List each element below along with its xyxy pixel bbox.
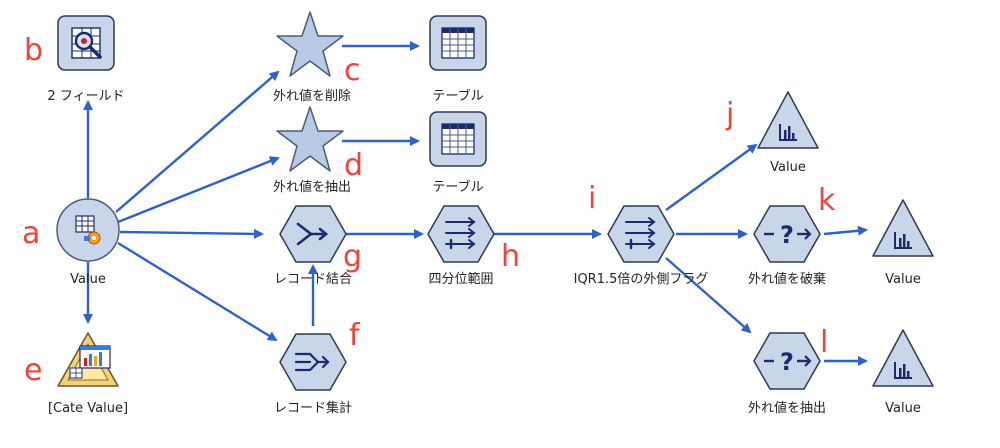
node-l-graph[interactable]: Value [872, 329, 934, 416]
svg-text:?: ? [780, 221, 794, 249]
annotation-letters: a b c d e f g h i j k l [22, 33, 836, 388]
letter-b: b [24, 33, 43, 68]
arrow-a-to-d [117, 156, 280, 224]
node-i[interactable]: IQR1.5倍の外側フラグ [574, 205, 709, 287]
merge-hex-icon [296, 222, 329, 246]
node-f-label: レコード集計 [274, 400, 352, 416]
node-b-label: 2 フィールド [47, 89, 124, 104]
node-c[interactable]: 外れ値を削除 [273, 11, 351, 104]
data-audit-icon [71, 27, 102, 59]
node-h[interactable]: 四分位範囲 [427, 205, 495, 287]
node-k-graph-label: Value [885, 272, 921, 287]
derive-hex-icon [625, 217, 656, 250]
select-hex-icon: ? [764, 348, 812, 376]
node-e[interactable]: [Cate Value] [48, 332, 128, 416]
node-i-label: IQR1.5倍の外側フラグ [574, 272, 709, 287]
arrow-i-to-l [665, 257, 752, 334]
letter-k: k [818, 183, 836, 218]
graph-triangle-icon [779, 124, 797, 141]
node-k[interactable]: ? 外れ値を破棄 [748, 205, 826, 287]
connections [83, 41, 868, 366]
node-c-table[interactable]: テーブル [429, 15, 487, 104]
node-j[interactable]: Value [757, 91, 819, 175]
arrow-i-to-j [665, 143, 758, 211]
star-icon [276, 11, 344, 77]
node-j-label: Value [770, 160, 806, 175]
node-d-table[interactable]: テーブル [429, 111, 487, 195]
arrow-a-to-c [115, 70, 280, 213]
node-b[interactable]: 2 フィールド [47, 15, 125, 104]
aggregate-hex-icon [294, 352, 330, 372]
node-l-label: 外れ値を抽出 [748, 400, 826, 416]
select-hex-icon: ? [764, 221, 812, 249]
model-nugget-icon [57, 332, 119, 387]
graph-triangle-icon [894, 362, 912, 379]
arrow-a-to-g [119, 228, 264, 239]
node-d-label: 外れ値を抽出 [273, 179, 351, 195]
node-f[interactable]: レコード集計 [274, 333, 352, 416]
node-l-graph-label: Value [885, 401, 921, 416]
data-source-circle-icon [75, 215, 101, 245]
node-d-table-label: テーブル [432, 179, 483, 195]
letter-c: c [344, 53, 361, 88]
table-icon [441, 123, 475, 155]
node-c-table-label: テーブル [432, 88, 483, 104]
node-g-label: レコード結合 [274, 272, 352, 287]
svg-text:?: ? [780, 348, 794, 376]
node-k-label: 外れ値を破棄 [748, 271, 826, 287]
node-c-label: 外れ値を削除 [273, 88, 351, 104]
graph-triangle-icon [894, 232, 912, 249]
derive-hex-icon [445, 217, 476, 250]
letter-i: i [588, 181, 596, 216]
node-e-label: [Cate Value] [48, 401, 128, 416]
letter-h: h [501, 239, 520, 274]
table-icon [441, 27, 475, 59]
letter-g: g [343, 239, 362, 274]
letter-j: j [725, 97, 734, 132]
node-l[interactable]: ? 外れ値を抽出 [748, 332, 826, 416]
letter-e: e [24, 353, 42, 388]
node-k-graph[interactable]: Value [872, 199, 934, 287]
node-a-label: Value [70, 272, 106, 287]
node-h-label: 四分位範囲 [428, 272, 493, 287]
letter-f: f [349, 318, 361, 353]
letter-d: d [344, 148, 363, 183]
letter-l: l [820, 325, 828, 360]
node-a[interactable]: Value [56, 198, 120, 287]
arrow-a-to-f [117, 241, 278, 342]
node-d[interactable]: 外れ値を抽出 [273, 106, 351, 195]
node-g[interactable]: レコード結合 [274, 205, 352, 287]
letter-a: a [22, 216, 40, 251]
star-icon [276, 106, 344, 172]
arrow-k-to-value [823, 225, 868, 236]
